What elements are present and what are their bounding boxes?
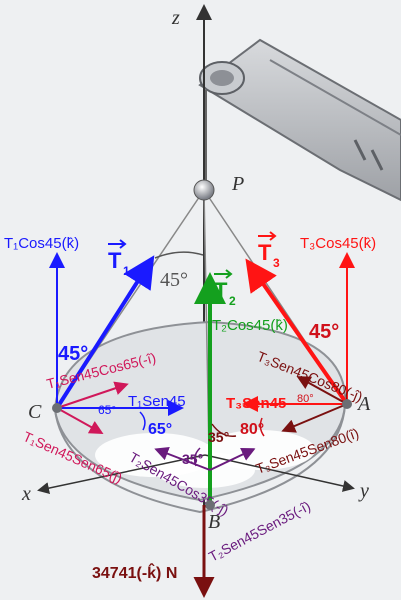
a-big-angle-label: 80° (240, 421, 264, 438)
point-c-label: C (28, 401, 42, 423)
point-c-dot (52, 403, 62, 413)
t1-horizontal-component-label: T₁Sen45 (128, 393, 186, 410)
x-axis (37, 454, 206, 495)
y-axis-label: y (358, 480, 369, 502)
t1-x-component-arrow (56, 381, 129, 409)
t1-vector (55, 255, 155, 410)
b-upper-angle-arc (211, 423, 237, 437)
svg-text:3: 3 (273, 256, 280, 270)
point-b-label: B (208, 511, 220, 533)
c-big-angle-arc (139, 411, 146, 431)
t3-vector (245, 258, 349, 406)
t1-y-component-arrow (56, 407, 104, 434)
t3-label: T 3 (258, 231, 280, 270)
t2-label: T 2 (214, 269, 236, 308)
b-lower-angle-label: 35° (182, 451, 203, 467)
t1-label: T 1 (108, 239, 130, 278)
point-a-label: A (356, 393, 371, 415)
svg-text:1: 1 (123, 264, 130, 278)
x-axis-label: x (21, 483, 31, 505)
t3-angle-label: 45° (309, 321, 339, 343)
c-small-angle-label: 65° (98, 403, 116, 417)
t3-y-component-arrow (281, 403, 348, 433)
b-upper-angle-label: 35° (208, 429, 229, 445)
t2-x-component-arrow (154, 447, 211, 471)
z-axis-label: z (171, 7, 180, 29)
svg-text:2: 2 (229, 294, 236, 308)
point-p-label: P (231, 173, 244, 195)
t2-y-component-arrow (209, 447, 256, 471)
a-big-angle-arc (259, 417, 265, 437)
t3-horizontal-component-label: T₃Sen45 (226, 395, 286, 412)
b-lower-angle-arc (193, 447, 201, 467)
point-b-dot (205, 500, 215, 510)
c-big-angle-label: 65° (148, 421, 172, 438)
top-angle-arc (154, 251, 204, 259)
t2-vertical-component-label: T₂Cos45(k̂) (212, 317, 288, 334)
svg-text:T: T (108, 248, 122, 273)
crane-arm (198, 38, 401, 202)
weight-label: 34741(-k̂) N (92, 562, 177, 582)
a-small-angle-label: 80° (297, 393, 314, 405)
t1-angle-label: 45° (58, 343, 88, 365)
t1-vertical-component-label: T₁Cos45(k̂) (4, 235, 79, 252)
t3-vertical-component-label: T₃Cos45(k̂) (300, 235, 376, 252)
point-p-ball (193, 179, 215, 201)
svg-text:T: T (258, 240, 272, 265)
svg-text:T: T (214, 278, 228, 303)
point-a-dot (342, 399, 352, 409)
t3-x-component-arrow (296, 376, 348, 405)
top-angle-label: 45° (160, 269, 188, 291)
